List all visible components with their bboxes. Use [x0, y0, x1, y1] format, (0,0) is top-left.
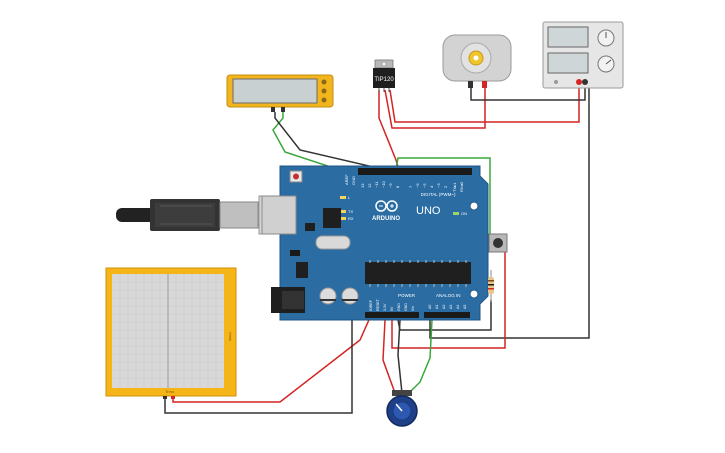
digital-pin-12: 12: [367, 183, 372, 188]
analog-pin-a2: A2: [442, 305, 446, 309]
digital-pin-4: 4: [429, 185, 434, 188]
wire-pot-black[interactable]: [397, 319, 403, 394]
digital-pin-10: ~10: [381, 180, 386, 188]
wire-transistor-ps-red-2[interactable]: [389, 84, 580, 123]
power-pin-gnd1: GND: [397, 303, 401, 311]
digital-pin-2: 2: [443, 185, 448, 188]
power-supply[interactable]: [542, 21, 624, 89]
power-pin-ioref: IOREF: [369, 299, 373, 311]
digital-pin-1: TX▸1: [452, 182, 457, 192]
l-led-label: L: [348, 195, 351, 200]
aref-label: AREF: [344, 174, 349, 185]
gnd-label: GND: [351, 176, 356, 185]
tx-led-label: TX: [348, 209, 353, 214]
breadboard-bottom-label: Trmo: [165, 389, 175, 394]
dc-motor[interactable]: [442, 34, 512, 88]
wire-ps-black[interactable]: [429, 84, 590, 339]
digital-pin-9: ~9: [388, 183, 393, 188]
digital-pin-3: ~3: [436, 183, 441, 188]
analog-header: [424, 312, 470, 318]
analog-pin-a4: A4: [456, 305, 460, 309]
analog-label: ANALOG IN: [436, 293, 461, 298]
digital-pin-5: ~5: [422, 183, 427, 188]
power-pin-5v: 5V: [390, 306, 394, 311]
digital-pin-0: RX◂0: [459, 181, 464, 192]
push-button[interactable]: [488, 233, 508, 253]
analog-pin-a5: A5: [463, 305, 467, 309]
wire-transistor-ps-red-1[interactable]: [384, 88, 486, 129]
digital-pin-11: ~11: [374, 181, 379, 188]
lcd-button-icon: [321, 97, 327, 103]
atmega-chip: [365, 262, 471, 284]
power-label: POWER: [398, 293, 416, 298]
on-led-label: ON: [461, 211, 467, 216]
digital-header: [358, 168, 472, 175]
lcd-display[interactable]: [226, 74, 334, 112]
breadboard[interactable]: Vm/s Trmo: [105, 267, 237, 399]
digital-pin-labels: AREF GND 13 12 ~11 ~10 ~9 8 7 ~6 ~5 4 ~3…: [344, 174, 464, 192]
digital-pin-7: 7: [408, 185, 413, 188]
digital-pin-6: ~6: [415, 183, 420, 188]
lcd-button-icon: [321, 79, 327, 85]
power-pin-reset: RESET: [376, 298, 380, 311]
supply-voltage-display: [547, 26, 589, 48]
arduino-logo-icon: [375, 200, 398, 212]
resistor[interactable]: [488, 270, 494, 302]
wire-motor-black[interactable]: [470, 84, 586, 101]
arduino-brand: ARDUINO: [372, 216, 400, 222]
wire-breadboard-black[interactable]: [164, 305, 353, 414]
power-pin-3v3: 3.3V: [383, 303, 387, 311]
wires: [164, 84, 590, 414]
power-pin-gnd2: GND: [404, 303, 408, 311]
motor-gear-icon: [468, 50, 484, 66]
transistor-tip120[interactable]: TIP120: [373, 59, 395, 92]
wire-pot-green[interactable]: [408, 319, 433, 394]
arduino-model: UNO: [416, 205, 441, 217]
analog-pin-a0: A0: [428, 305, 432, 309]
wire-button-red[interactable]: [391, 248, 506, 349]
arduino-uno[interactable]: AREF GND 13 12 ~11 ~10 ~9 8 7 ~6 ~5 4 ~3…: [261, 165, 489, 321]
potentiometer[interactable]: [386, 390, 418, 427]
digital-pin-8: 8: [395, 185, 400, 188]
transistor-label: TIP120: [374, 77, 394, 83]
power-header: [365, 312, 419, 318]
power-pin-vin: Vin: [411, 306, 415, 311]
lcd-button-icon: [321, 88, 327, 94]
analog-pin-a3: A3: [449, 305, 453, 309]
digital-pin-13: 13: [360, 183, 365, 188]
supply-current-display: [547, 52, 589, 74]
rx-led-label: RX: [348, 216, 354, 221]
analog-pin-a1: A1: [435, 305, 439, 309]
breadboard-side-label: Vm/s: [228, 332, 233, 341]
wire-pot-red[interactable]: [382, 319, 396, 394]
digital-label: DIGITAL (PWM~): [421, 192, 456, 197]
